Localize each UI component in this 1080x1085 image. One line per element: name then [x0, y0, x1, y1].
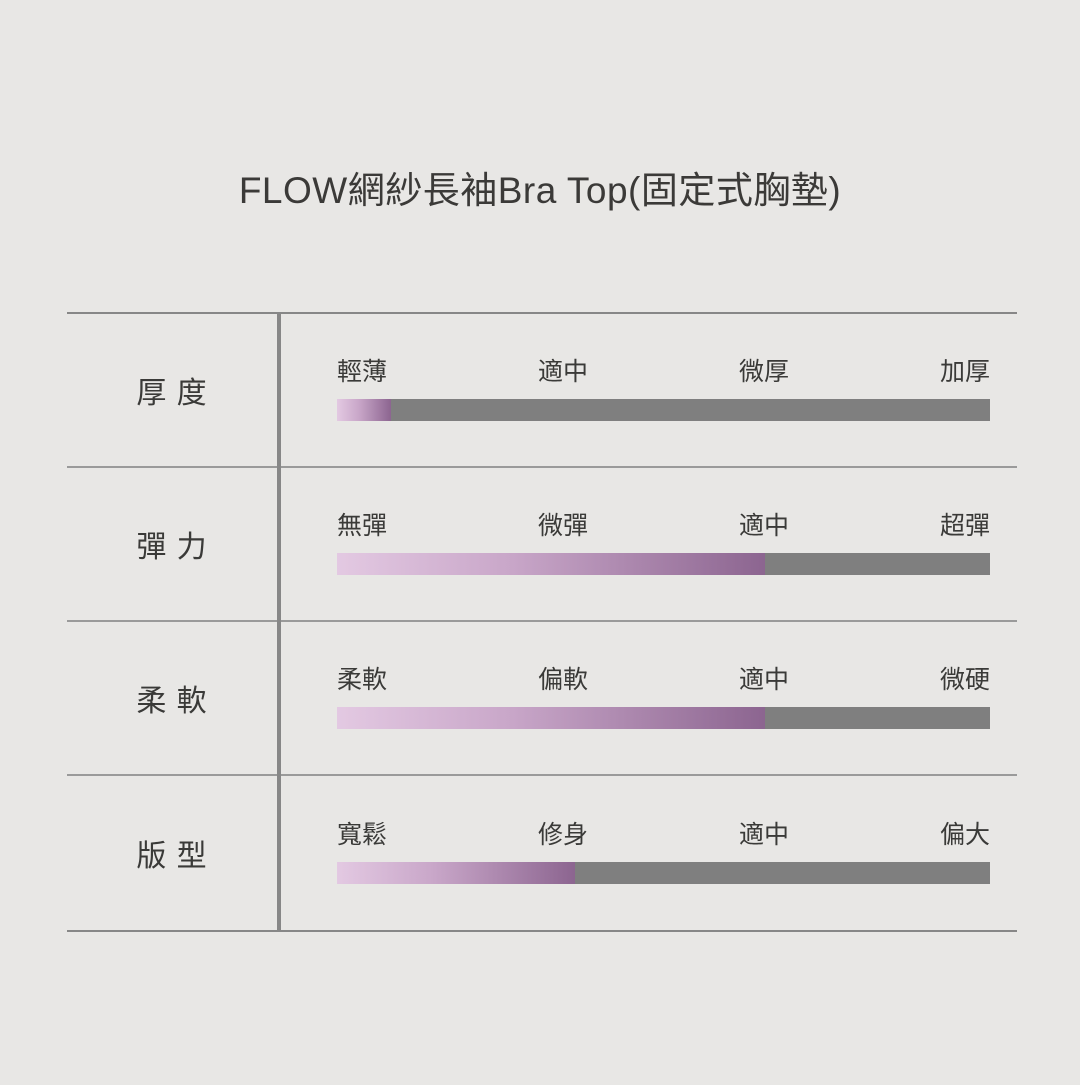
scale-tick-0: 輕薄 — [337, 357, 388, 386]
page-title: FLOW網紗長袖Bra Top(固定式胸墊) — [238, 170, 842, 211]
scale-tick-1: 偏軟 — [537, 665, 588, 694]
spec-row-label: 厚 度 — [136, 377, 208, 410]
scale-tick-2: 微厚 — [738, 357, 789, 386]
scale-tick-2: 適中 — [738, 820, 789, 849]
spec-row-label-cell: 版 型 — [67, 776, 277, 930]
scale-bar-track — [337, 707, 990, 730]
spec-row: 厚 度 輕薄 適中 微厚 加厚 — [67, 314, 1017, 468]
scale-tick-2: 適中 — [738, 665, 789, 694]
scale-bar-fill — [337, 399, 392, 422]
scale-tick-1: 微彈 — [537, 511, 588, 540]
spec-row-label-cell: 柔 軟 — [67, 622, 277, 774]
scale-tick-1: 修身 — [537, 820, 588, 849]
spec-row-label: 彈 力 — [136, 531, 208, 564]
scale-bar-fill — [337, 553, 765, 576]
scale-tick-3: 微硬 — [939, 665, 990, 694]
spec-row-scale-cell: 柔軟 偏軟 適中 微硬 — [277, 622, 1017, 774]
scale-bar-fill — [337, 862, 575, 885]
scale-tick-1: 適中 — [537, 357, 588, 386]
scale-tick-labels: 寬鬆 修身 適中 偏大 — [337, 820, 990, 850]
scale-tick-3: 超彈 — [939, 511, 990, 540]
scale-tick-labels: 無彈 微彈 適中 超彈 — [337, 511, 990, 541]
spec-row: 彈 力 無彈 微彈 適中 超彈 — [67, 468, 1017, 622]
scale-bar-track — [337, 553, 990, 576]
spec-row-label: 柔 軟 — [136, 685, 208, 718]
scale-bar-track — [337, 862, 990, 885]
spec-row-scale-cell: 寬鬆 修身 適中 偏大 — [277, 776, 1017, 930]
spec-table: 厚 度 輕薄 適中 微厚 加厚 彈 力 無彈 — [67, 312, 1017, 932]
scale-tick-3: 偏大 — [939, 820, 990, 849]
scale-bar-track — [337, 399, 990, 422]
spec-row: 柔 軟 柔軟 偏軟 適中 微硬 — [67, 622, 1017, 776]
spec-row: 版 型 寬鬆 修身 適中 偏大 — [67, 776, 1017, 930]
scale-tick-labels: 柔軟 偏軟 適中 微硬 — [337, 665, 990, 695]
spec-row-label-cell: 厚 度 — [67, 314, 277, 466]
spec-row-scale-cell: 輕薄 適中 微厚 加厚 — [277, 314, 1017, 466]
scale-tick-0: 寬鬆 — [337, 820, 388, 849]
column-divider — [277, 314, 281, 930]
spec-row-label-cell: 彈 力 — [67, 468, 277, 620]
scale-tick-3: 加厚 — [939, 357, 990, 386]
scale-tick-0: 柔軟 — [337, 665, 388, 694]
spec-row-scale-cell: 無彈 微彈 適中 超彈 — [277, 468, 1017, 620]
spec-row-label: 版 型 — [136, 840, 208, 873]
scale-tick-2: 適中 — [738, 511, 789, 540]
scale-tick-labels: 輕薄 適中 微厚 加厚 — [337, 357, 990, 387]
scale-tick-0: 無彈 — [337, 511, 388, 540]
scale-bar-fill — [337, 707, 765, 730]
